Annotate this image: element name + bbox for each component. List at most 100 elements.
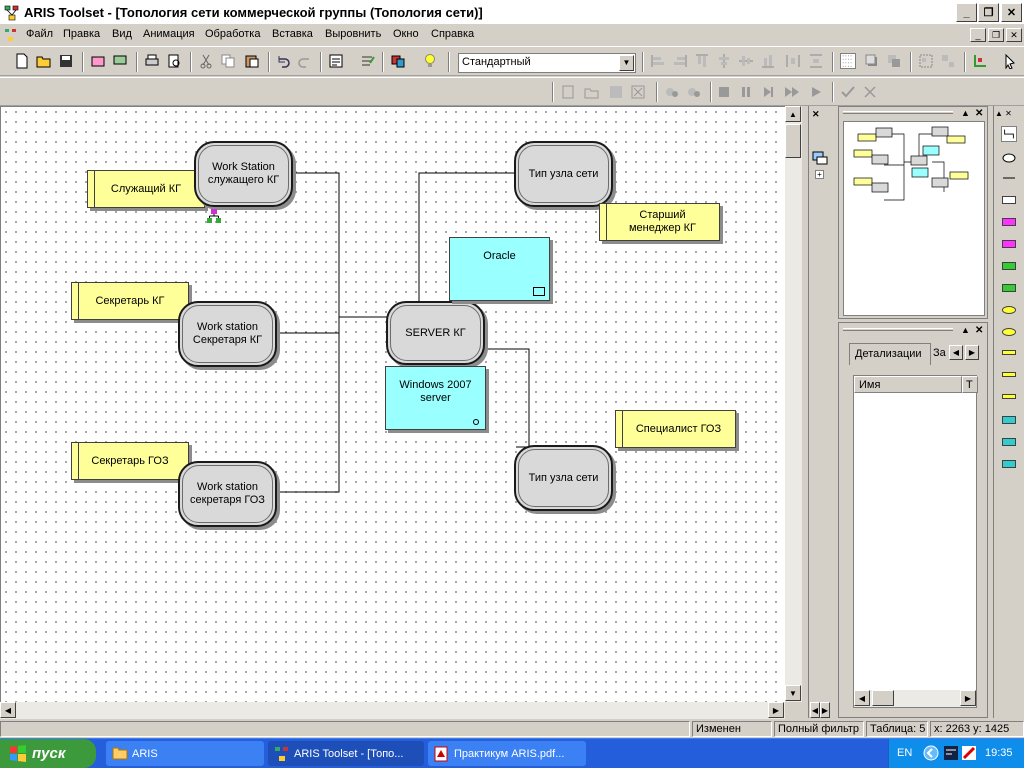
role-secretary-kg[interactable]: Секретарь КГ xyxy=(71,282,189,320)
mdi-minimize-button[interactable]: _ xyxy=(970,28,986,42)
print-icon[interactable] xyxy=(144,53,160,69)
details-hscroll[interactable]: ◀ ▶ xyxy=(854,690,976,707)
step-forward-icon[interactable] xyxy=(760,84,776,100)
ellipse-yellow-2-icon[interactable] xyxy=(1002,328,1016,336)
cut-icon[interactable] xyxy=(198,53,214,69)
workstation-goz-node[interactable]: Work station секретаря ГОЗ xyxy=(178,461,277,527)
expand-icon[interactable]: + xyxy=(815,170,824,179)
tray-expand-icon[interactable] xyxy=(923,745,939,761)
rectangle-yellow-3-icon[interactable] xyxy=(1002,394,1016,399)
tab-more[interactable]: За xyxy=(933,347,946,359)
connector-tool-icon[interactable] xyxy=(1001,126,1017,142)
redo-icon[interactable] xyxy=(297,53,313,69)
database-icon[interactable] xyxy=(112,53,128,69)
assign-icon[interactable] xyxy=(390,53,406,69)
workstation-secretary-node[interactable]: Work station Секретаря КГ xyxy=(178,301,277,367)
sim-step-icon[interactable] xyxy=(664,84,680,100)
sim-close-icon[interactable] xyxy=(630,84,646,100)
task-aris-folder[interactable]: ARIS xyxy=(106,741,264,766)
rectangle-cyan-2-icon[interactable] xyxy=(1002,438,1016,446)
style-select[interactable]: Стандартный ▼ xyxy=(458,53,636,73)
rectangle-magenta-2-icon[interactable] xyxy=(1002,240,1016,248)
scroll-right-icon[interactable]: ▶ xyxy=(768,702,784,718)
column-header-type[interactable]: Т xyxy=(962,376,978,393)
rectangle-green-2-icon[interactable] xyxy=(1002,284,1016,292)
pointer-tool-icon[interactable] xyxy=(1002,53,1018,69)
scroll-left-icon[interactable]: ◀ xyxy=(0,702,16,718)
task-pdf[interactable]: Практикум ARIS.pdf... xyxy=(428,741,586,766)
paste-icon[interactable] xyxy=(244,53,260,69)
props-close-icon[interactable]: ✕ xyxy=(975,325,984,336)
print-preview-icon[interactable] xyxy=(166,53,182,69)
diagram-canvas[interactable]: Служащий КГ Work Station служащего КГ Се… xyxy=(0,106,785,702)
shadow-icon[interactable] xyxy=(864,53,880,69)
cancel-x-icon[interactable] xyxy=(862,84,878,100)
rectangle-cyan-3-icon[interactable] xyxy=(1002,460,1016,468)
menu-animation[interactable]: Анимация xyxy=(143,28,195,40)
task-aris-toolset[interactable]: ARIS Toolset - [Топо... xyxy=(268,741,424,766)
maximize-button[interactable]: ❐ xyxy=(978,3,999,22)
distribute-horizontal-icon[interactable] xyxy=(785,53,801,69)
column-header-name[interactable]: Имя xyxy=(854,376,962,393)
vertical-scrollbar[interactable]: ▲ ▼ xyxy=(785,106,802,702)
menu-insert[interactable]: Вставка xyxy=(272,28,313,40)
start-button[interactable]: пуск xyxy=(0,739,96,768)
sim-save-icon[interactable] xyxy=(608,84,624,100)
edit-lines-icon[interactable] xyxy=(360,53,376,69)
details-scroll-thumb[interactable] xyxy=(872,690,894,706)
bring-front-icon[interactable] xyxy=(886,53,902,69)
scroll-up-icon[interactable]: ▲ xyxy=(785,106,801,122)
align-right-icon[interactable] xyxy=(672,53,688,69)
stripe-left-icon[interactable]: ◀ xyxy=(810,702,820,718)
ungroup-icon[interactable] xyxy=(940,53,956,69)
group-icon[interactable] xyxy=(918,53,934,69)
rectangle-magenta-icon[interactable] xyxy=(1002,218,1016,226)
lightbulb-icon[interactable] xyxy=(422,53,438,69)
tab-scroll-left-icon[interactable]: ◀ xyxy=(949,345,963,360)
stripe-right-icon[interactable]: ▶ xyxy=(820,702,830,718)
grid-icon[interactable] xyxy=(840,53,856,69)
save-icon[interactable] xyxy=(58,53,74,69)
mdi-close-button[interactable]: ✕ xyxy=(1006,28,1022,42)
rectangle-white-icon[interactable] xyxy=(1002,196,1016,204)
role-senior-manager[interactable]: Старший менеджер КГ xyxy=(599,203,720,241)
details-list[interactable]: Имя Т ◀ ▶ xyxy=(853,375,978,708)
play-icon[interactable] xyxy=(808,84,824,100)
close-button[interactable]: ✕ xyxy=(1001,3,1022,22)
stop-icon[interactable] xyxy=(716,84,732,100)
undo-icon[interactable] xyxy=(275,53,291,69)
rectangle-yellow-2-icon[interactable] xyxy=(1002,372,1016,377)
scroll-thumb[interactable] xyxy=(785,124,801,158)
align-middle-icon[interactable] xyxy=(738,53,754,69)
new-file-icon[interactable] xyxy=(14,53,30,69)
horizontal-scrollbar[interactable]: ◀ ▶ xyxy=(0,702,785,719)
details-scroll-left-icon[interactable]: ◀ xyxy=(854,690,870,706)
chevron-down-icon[interactable]: ▼ xyxy=(619,55,634,71)
ellipse-yellow-icon[interactable] xyxy=(1002,306,1016,314)
tray-app-icon[interactable] xyxy=(943,745,959,761)
overview-map[interactable] xyxy=(843,121,985,316)
sim-new-icon[interactable] xyxy=(560,84,576,100)
network-node-type-2[interactable]: Тип узла сети xyxy=(514,445,613,511)
server-node[interactable]: SERVER КГ xyxy=(386,301,485,365)
details-scroll-right-icon[interactable]: ▶ xyxy=(960,690,976,706)
tab-details[interactable]: Детализации xyxy=(849,343,931,365)
pause-icon[interactable] xyxy=(738,84,754,100)
overview-close-icon[interactable]: ✕ xyxy=(975,108,984,119)
tab-scroll-right-icon[interactable]: ▶ xyxy=(965,345,979,360)
menu-align[interactable]: Выровнить xyxy=(325,28,382,40)
align-left-icon[interactable] xyxy=(650,53,666,69)
menu-processing[interactable]: Обработка xyxy=(205,28,261,40)
align-top-icon[interactable] xyxy=(694,53,710,69)
aris-app-icon[interactable] xyxy=(4,5,20,21)
stripe-close-icon[interactable]: ✕ xyxy=(812,109,820,119)
explorer-icon[interactable] xyxy=(812,150,828,166)
mdi-restore-button[interactable]: ❐ xyxy=(988,28,1004,42)
copy-icon[interactable] xyxy=(220,53,236,69)
menu-view[interactable]: Вид xyxy=(112,28,132,40)
align-center-icon[interactable] xyxy=(716,53,732,69)
line-shape-icon[interactable] xyxy=(1001,174,1017,182)
document-icon[interactable] xyxy=(4,28,18,42)
menu-window[interactable]: Окно xyxy=(393,28,419,40)
scroll-down-icon[interactable]: ▼ xyxy=(785,685,801,701)
